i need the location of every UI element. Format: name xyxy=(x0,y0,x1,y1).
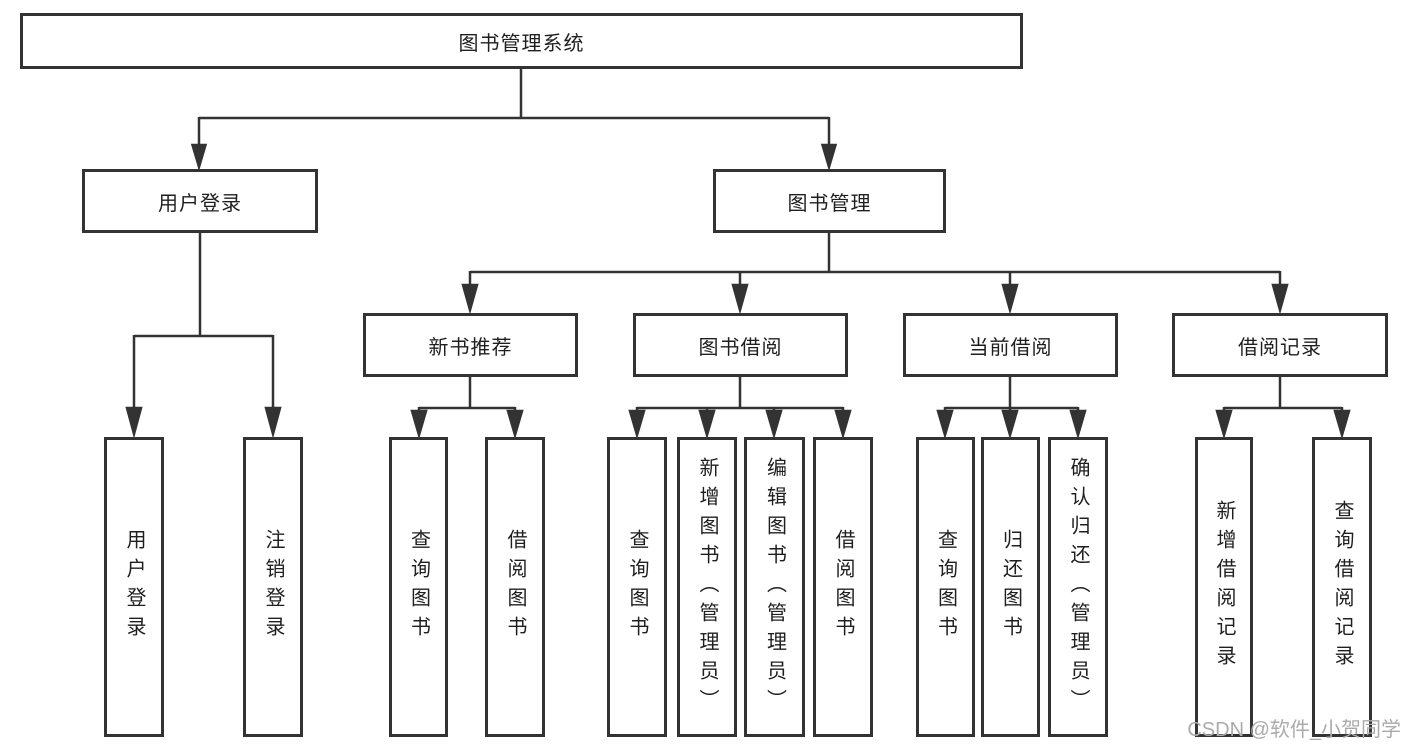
leaf-borrow-books-recommend-label: 借阅图书 xyxy=(504,529,526,645)
csdn-watermark: CSDN @软件_小贺同学 xyxy=(1187,719,1401,741)
leaf-add-books-admin: 新增图书（管理员） xyxy=(677,437,737,737)
leaf-borrow-books: 借阅图书 xyxy=(813,437,873,737)
leaf-borrow-books-label: 借阅图书 xyxy=(832,529,854,645)
leaf-query-books-recommend: 查询图书 xyxy=(389,437,448,737)
leaf-return-books: 归还图书 xyxy=(981,437,1040,737)
node-root-system: 图书管理系统 xyxy=(20,13,1023,69)
leaf-add-books-admin-label: 新增图书（管理员） xyxy=(696,456,718,718)
leaf-query-books-recommend-label: 查询图书 xyxy=(407,529,430,645)
node-user-login: 用户登录 xyxy=(82,169,318,233)
leaf-edit-books-admin: 编辑图书（管理员） xyxy=(744,437,805,737)
node-book-management: 图书管理 xyxy=(713,169,946,233)
node-borrow-records-label: 借阅记录 xyxy=(1238,336,1322,359)
leaf-query-borrow-record-label: 查询借阅记录 xyxy=(1331,500,1353,674)
leaf-add-borrow-record: 新增借阅记录 xyxy=(1195,437,1253,737)
node-book-management-label: 图书管理 xyxy=(787,192,872,215)
leaf-user-login: 用户登录 xyxy=(104,437,164,737)
leaf-add-borrow-record-label: 新增借阅记录 xyxy=(1213,500,1235,674)
node-borrow-records: 借阅记录 xyxy=(1172,313,1388,377)
leaf-return-books-label: 归还图书 xyxy=(999,529,1022,645)
node-new-book-recommend-label: 新书推荐 xyxy=(428,336,513,359)
leaf-edit-books-admin-label: 编辑图书（管理员） xyxy=(763,456,786,718)
node-book-borrow-label: 图书借阅 xyxy=(698,336,783,359)
node-user-login-label: 用户登录 xyxy=(158,192,242,215)
leaf-confirm-return-admin: 确认归还（管理员） xyxy=(1048,437,1108,737)
leaf-query-books-current-label: 查询图书 xyxy=(934,529,957,645)
leaf-query-borrow-record: 查询借阅记录 xyxy=(1312,437,1372,737)
leaf-query-books-current: 查询图书 xyxy=(916,437,975,737)
leaf-confirm-return-admin-label: 确认归还（管理员） xyxy=(1067,456,1089,718)
node-current-borrow-label: 当前借阅 xyxy=(968,336,1053,359)
leaf-query-books-borrow-label: 查询图书 xyxy=(626,529,648,645)
node-root-system-label: 图书管理系统 xyxy=(458,32,585,55)
leaf-logout-label: 注销登录 xyxy=(262,529,284,645)
leaf-user-login-label: 用户登录 xyxy=(123,529,145,645)
leaf-logout: 注销登录 xyxy=(243,437,303,737)
leaf-borrow-books-recommend: 借阅图书 xyxy=(485,437,545,737)
node-new-book-recommend: 新书推荐 xyxy=(363,313,578,377)
node-current-borrow: 当前借阅 xyxy=(903,313,1118,377)
leaf-query-books-borrow: 查询图书 xyxy=(607,437,667,737)
node-book-borrow: 图书借阅 xyxy=(633,313,848,377)
